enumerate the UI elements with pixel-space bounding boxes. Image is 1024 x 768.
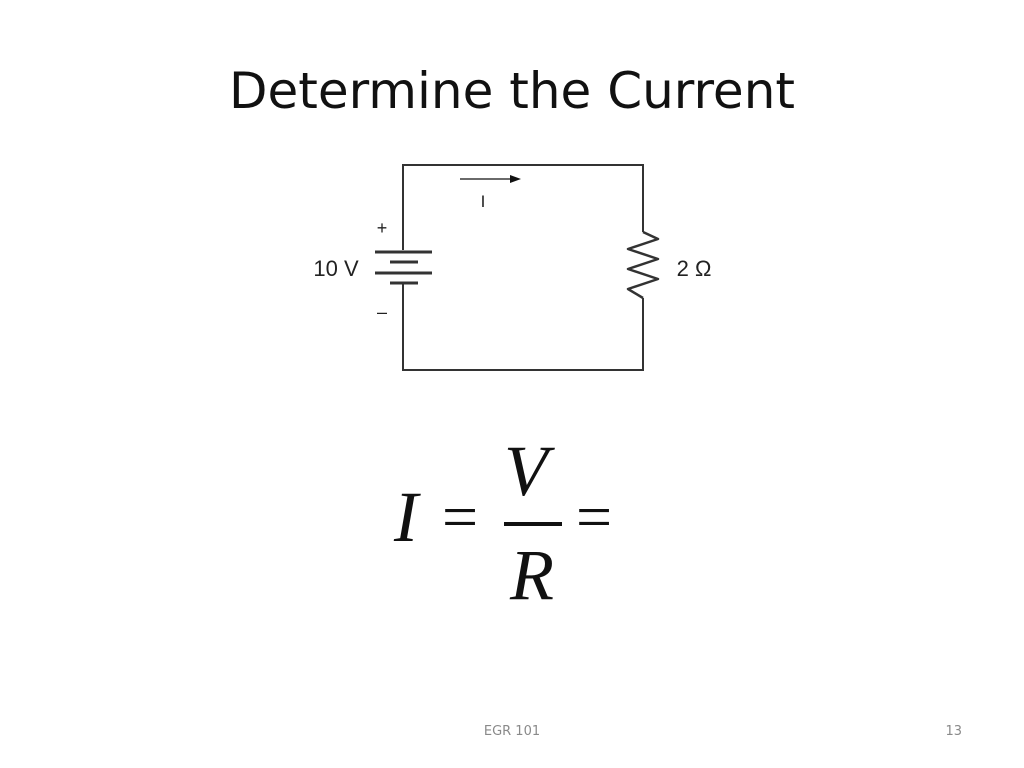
slide-title: Determine the Current <box>229 62 795 120</box>
resistor-symbol <box>626 230 660 300</box>
battery-minus-label: – <box>377 302 387 322</box>
slide-page-number: 13 <box>945 724 962 739</box>
circuit-wire-bottom <box>402 283 644 371</box>
battery-plus-label: + <box>377 218 388 238</box>
slide-footer: EGR 101 <box>483 724 541 739</box>
equation-equals-sign: = <box>442 481 479 552</box>
current-label: I <box>481 192 486 211</box>
equation-current-symbol: I <box>394 477 418 557</box>
equation-denominator: R <box>510 535 554 615</box>
equation-fraction-bar <box>504 522 562 526</box>
circuit-diagram: I + – 10 V 2 Ω <box>313 164 712 371</box>
circuit-wire-top <box>402 164 644 250</box>
ohms-law-equation: I = V R = <box>380 430 650 620</box>
equation-numerator: V <box>504 431 548 511</box>
equation-second-equals-sign: = <box>576 481 613 552</box>
resistor-value-label: 2 Ω <box>677 256 712 281</box>
current-arrow <box>460 175 521 183</box>
battery-symbol <box>375 250 432 285</box>
battery-voltage-label: 10 V <box>313 256 359 281</box>
